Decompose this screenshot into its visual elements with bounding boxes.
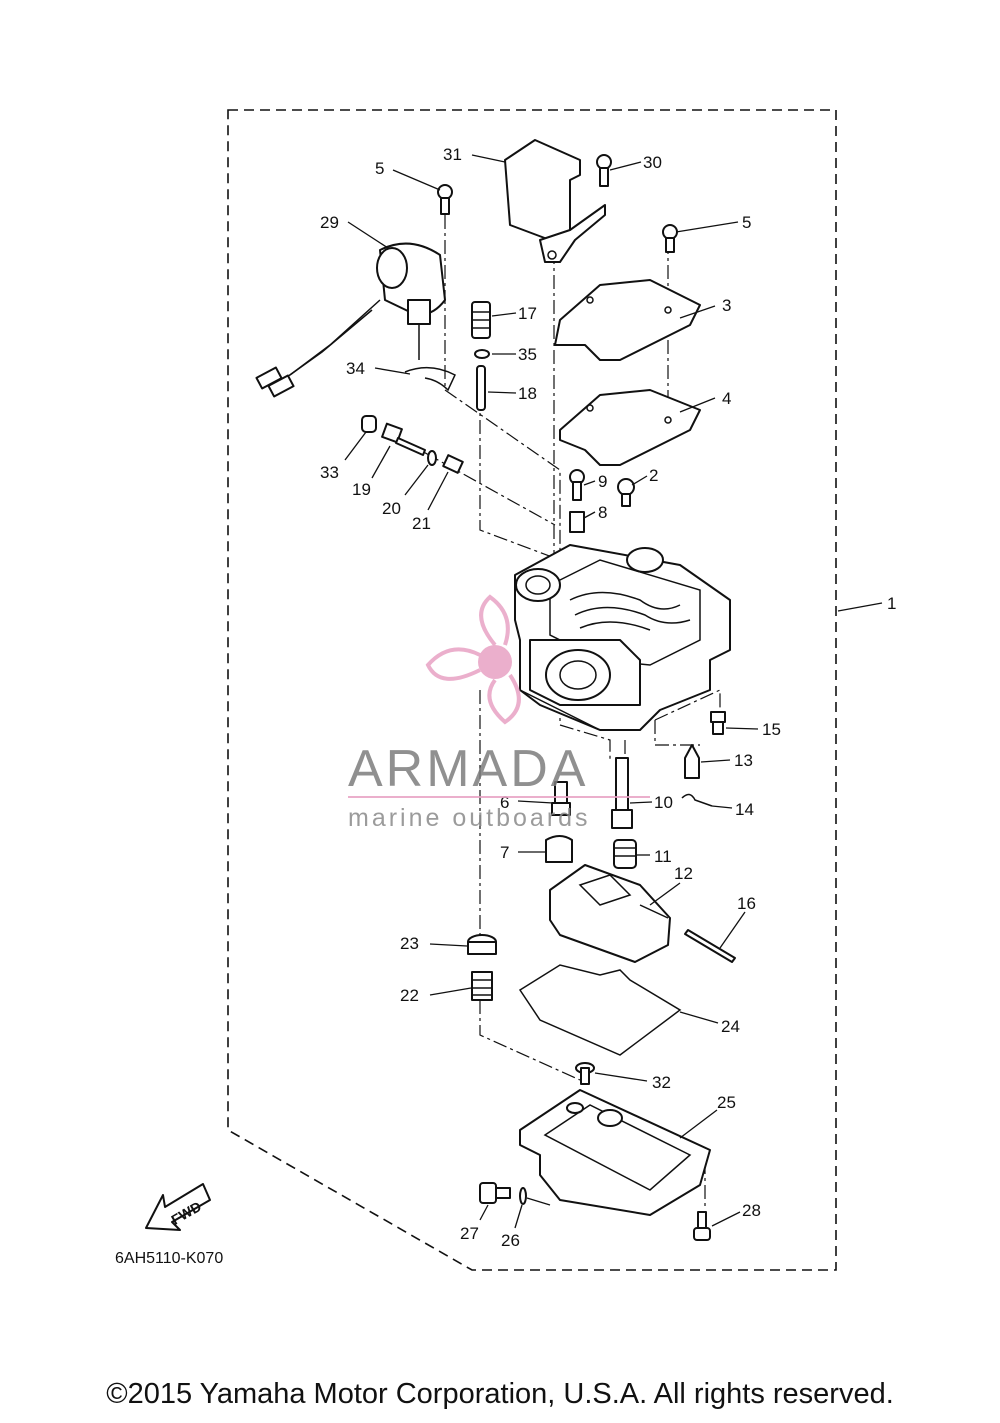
screw-28 (693, 1211, 711, 1241)
part-29-solenoid (255, 242, 446, 398)
callout-13: 13 (734, 751, 753, 770)
callout-1: 1 (887, 594, 896, 613)
callout-7: 7 (500, 843, 509, 862)
callout-10: 10 (654, 793, 673, 812)
callout-28: 28 (742, 1201, 761, 1220)
screw-2 (617, 478, 635, 507)
part-27-drain-screw (479, 1182, 511, 1204)
part-4-gasket (559, 389, 701, 466)
callout-21: 21 (412, 514, 431, 533)
fwd-arrow-icon: FWD (145, 1183, 211, 1231)
callout-5-left: 5 (375, 159, 384, 178)
part-21-spring (442, 454, 464, 474)
callout-11: 11 (654, 847, 672, 866)
part-34-clip (404, 366, 456, 392)
callout-31: 31 (443, 145, 462, 164)
part-23-piston (467, 934, 497, 955)
part-10-nozzle (611, 757, 633, 829)
part-7-cap (545, 835, 573, 863)
part-24-gasket (518, 964, 682, 1056)
callout-29: 29 (320, 213, 339, 232)
screw-5-left (437, 184, 453, 215)
callout-24: 24 (721, 1017, 740, 1036)
callout-30: 30 (643, 153, 662, 172)
callout-22: 22 (400, 986, 419, 1005)
part-22-spring (471, 971, 493, 1001)
callout-32: 32 (652, 1073, 671, 1092)
callout-14: 14 (735, 800, 754, 819)
part-20-o-ring (427, 450, 437, 466)
callout-27: 27 (460, 1224, 479, 1243)
copyright-notice: ©2015 Yamaha Motor Corporation, U.S.A. A… (106, 1378, 894, 1410)
propeller-logo-icon (425, 594, 521, 725)
callout-3: 3 (722, 296, 731, 315)
callout-19: 19 (352, 480, 371, 499)
callout-18: 18 (518, 384, 537, 403)
screw-9 (569, 469, 585, 501)
callout-4: 4 (722, 389, 731, 408)
callout-6: 6 (500, 793, 509, 812)
callout-20: 20 (382, 499, 401, 518)
callout-12: 12 (674, 864, 693, 883)
part-33-cap (361, 415, 377, 433)
screw-5-right (662, 224, 678, 253)
part-3-cover-plate (554, 279, 701, 361)
screw-32 (575, 1062, 595, 1085)
watermark-brand: ARMADA (348, 740, 588, 798)
assembly-boundary (227, 109, 837, 1271)
part-6-jet (551, 781, 571, 816)
part-12-float (549, 864, 671, 963)
diagram-code: 6AH5110-K070 (115, 1250, 223, 1267)
part-25-float-bowl (519, 1089, 711, 1216)
part-11-jet (613, 839, 637, 869)
callout-26: 26 (501, 1231, 520, 1250)
watermark-tagline: marine outboards (348, 804, 591, 832)
part-14-clip (681, 793, 713, 807)
callout-34: 34 (346, 359, 365, 378)
part-17-jet (471, 301, 491, 339)
callout-5-right: 5 (742, 213, 751, 232)
part-35-o-ring (474, 349, 490, 359)
armada-watermark: ARMADA marine outboards (348, 594, 650, 832)
callout-9: 9 (598, 472, 607, 491)
part-16-pin (684, 929, 736, 963)
callout-17: 17 (518, 304, 537, 323)
part-31-bracket (504, 139, 606, 263)
screw-15 (710, 711, 726, 735)
callout-23: 23 (400, 934, 419, 953)
callout-labels: 31 5 30 5 29 3 17 35 34 18 4 33 19 20 21… (320, 145, 896, 1250)
part-18-pin (476, 365, 486, 411)
callout-35: 35 (518, 345, 537, 364)
callout-8: 8 (598, 503, 607, 522)
alignment-lines (419, 215, 721, 1210)
screw-30 (596, 154, 612, 187)
callout-15: 15 (762, 720, 781, 739)
leader-lines (344, 154, 883, 1229)
callout-2: 2 (649, 466, 658, 485)
part-13-needle-valve (684, 744, 700, 779)
callout-33: 33 (320, 463, 339, 482)
part-8-spring (569, 511, 585, 533)
part-26-o-ring (519, 1187, 527, 1205)
part-19-pilot-screw (381, 422, 426, 456)
callout-25: 25 (717, 1093, 736, 1112)
callout-16: 16 (737, 894, 756, 913)
part-1-carburetor-body (514, 544, 731, 731)
